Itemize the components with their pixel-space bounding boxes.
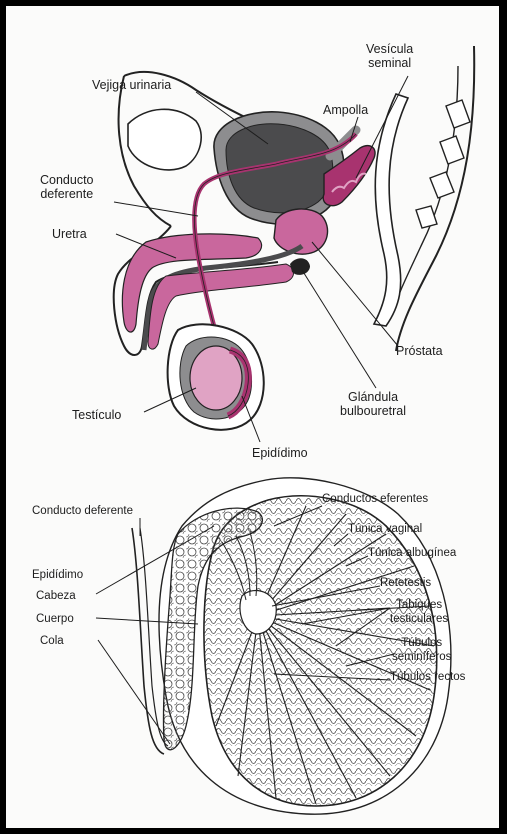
label-uretra: Uretra [52,227,87,241]
vertebrae [416,100,470,228]
label-retetestis: Retetestis [380,576,431,590]
label-tunica-vaginal: Túnica vaginal [348,522,422,536]
label-tubulos-rectos: Túbulos rectos [390,670,465,684]
pubic-bone [128,109,201,170]
label-cabeza: Cabeza [36,589,76,603]
label-epididimo-upper: Epidídimo [252,446,308,460]
bulbourethral-gland [290,258,310,275]
label-testiculo: Testículo [72,408,121,422]
label-tabiques-testiculares: Tabiques testiculares [390,598,448,626]
sacrum [396,46,474,351]
label-glandula-bulbouretral: Glándula bulbouretral [340,390,406,418]
label-conductos-eferentes: Conductos eferentes [322,492,428,506]
label-cola: Cola [40,634,64,648]
label-vesicula-seminal: Vesícula seminal [366,42,413,70]
label-conducto-deferente-lower: Conducto deferente [32,504,133,518]
label-tunica-albuginea: Túnica albugínea [368,546,456,560]
label-prostata: Próstata [396,344,443,358]
label-cuerpo: Cuerpo [36,612,74,626]
label-ampolla: Ampolla [323,103,368,117]
rectum [374,94,408,326]
label-conducto-deferente-upper: Conducto deferente [40,173,94,201]
upper-diagram [114,46,475,442]
label-tubulos-seminiferos: Túbulos seminíferos [392,636,451,664]
testis [190,346,242,410]
label-epididimo-lower: Epidídimo [32,568,83,582]
figure-frame: Vesícula seminal Vejiga urinaria Ampolla… [6,6,499,828]
label-vejiga-urinaria: Vejiga urinaria [92,78,171,92]
